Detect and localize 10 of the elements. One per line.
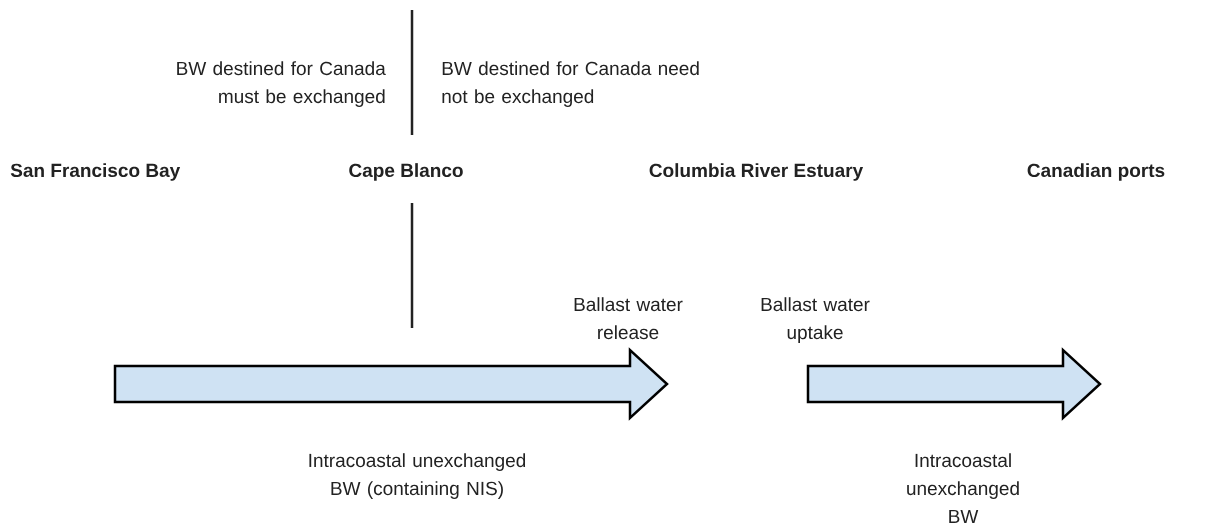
note-text: BW destined for Canada need not be exchanged — [442, 61, 699, 107]
flow-label: Intracoastal unexchanged BW (containing NIS) — [309, 453, 526, 499]
place-label: Columbia River Estuary — [649, 163, 864, 181]
event-label: Ballast water uptake — [761, 297, 870, 343]
place-label: Cape Blanco — [349, 163, 463, 181]
place-label: Canadian ports — [1027, 163, 1165, 181]
event-label: Ballast water release — [574, 297, 683, 340]
place-label: San Francisco Bay — [10, 163, 181, 181]
note-text: BW destined for Canada must be exchanged — [177, 61, 386, 107]
flow-label: Intracoastal unexchanged BW — [907, 453, 1019, 523]
